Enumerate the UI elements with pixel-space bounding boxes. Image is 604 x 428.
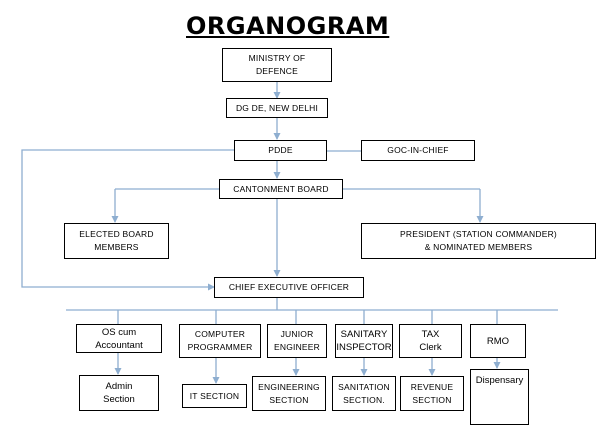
node-dg-de: DG DE, NEW DELHI xyxy=(226,98,328,118)
node-elected-board-members: ELECTED BOARD MEMBERS xyxy=(64,223,169,259)
node-computer-programmer: COMPUTER PROGRAMMER xyxy=(179,324,261,358)
node-cantonment-board: CANTONMENT BOARD xyxy=(219,179,343,199)
node-sanitary-inspector: SANITARY INSPECTOR xyxy=(335,324,393,358)
node-goc-in-chief: GOC-IN-CHIEF xyxy=(361,140,475,161)
node-engineering-section: ENGINEERING SECTION xyxy=(252,376,326,411)
node-it-section: IT SECTION xyxy=(182,384,247,408)
node-pdde: PDDE xyxy=(234,140,327,161)
node-sanitation-section: SANITATION SECTION. xyxy=(332,376,396,411)
node-admin-section: Admin Section xyxy=(79,375,159,411)
node-chief-executive-officer: CHIEF EXECUTIVE OFFICER xyxy=(214,277,364,298)
node-ministry-of-defence: MINISTRY OF DEFENCE xyxy=(222,48,332,82)
node-tax-clerk: TAX Clerk xyxy=(399,324,462,358)
node-revenue-section: REVENUE SECTION xyxy=(400,376,464,411)
node-os-cum-accountant: OS cum Accountant xyxy=(76,324,162,353)
node-president-nominated-members: PRESIDENT (STATION COMMANDER) & NOMINATE… xyxy=(361,223,596,259)
node-rmo: RMO xyxy=(470,324,526,358)
diagram-title: ORGANOGRAM xyxy=(186,12,390,40)
node-dispensary: Dispensary xyxy=(470,369,529,425)
node-junior-engineer: JUNIOR ENGINEER xyxy=(267,324,327,358)
